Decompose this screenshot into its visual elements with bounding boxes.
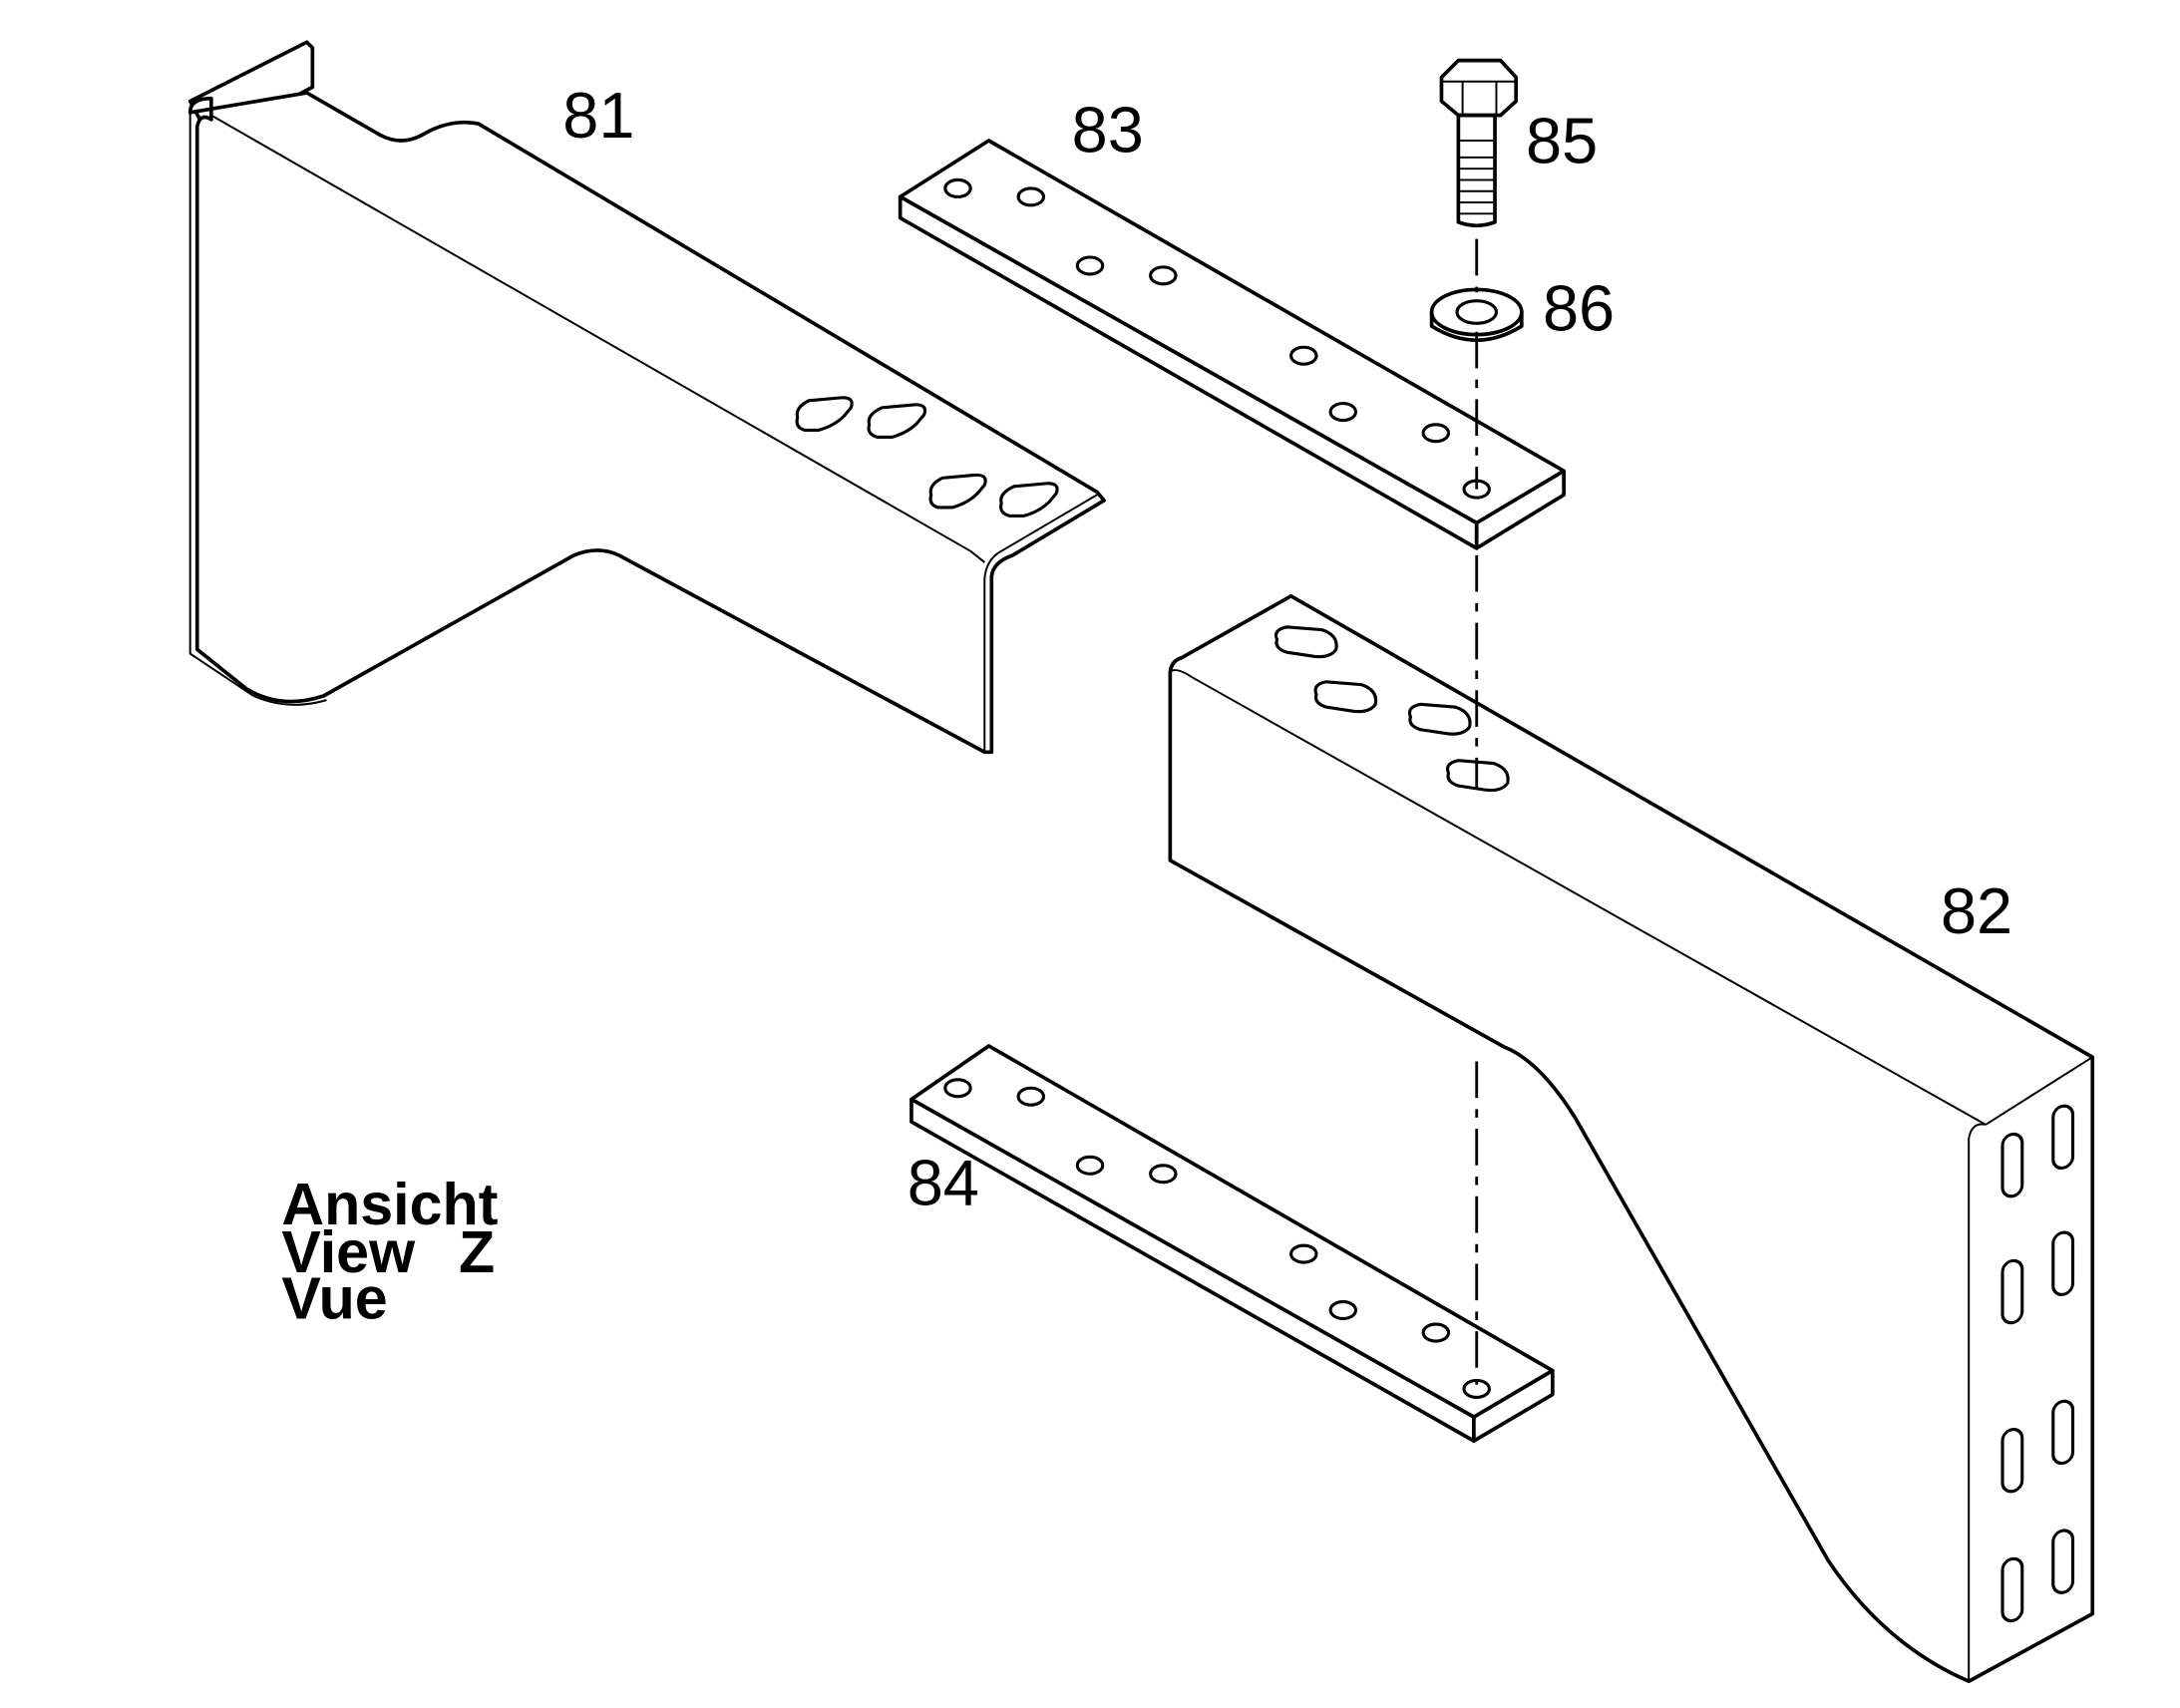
part-82-bracket [1168, 593, 2095, 1684]
label-85: 85 [1526, 105, 1598, 177]
view-letter: Z [459, 1218, 495, 1285]
label-86: 86 [1543, 271, 1615, 344]
label-81: 81 [562, 79, 634, 152]
view-caption: Ansicht View Vue Z [281, 1171, 498, 1331]
label-84: 84 [908, 1146, 979, 1218]
part-82-side-slots [2000, 1104, 2075, 1623]
label-83: 83 [1072, 93, 1144, 166]
part-81-slots [795, 396, 1059, 517]
label-82: 82 [1941, 874, 2012, 947]
part-81-bracket [187, 40, 1106, 755]
part-85-bolt [1439, 58, 1519, 228]
view-line-ansicht: Ansicht [281, 1171, 498, 1237]
part-84-plate [909, 1044, 1555, 1443]
part-83-plate [898, 139, 1566, 550]
view-line-view: View [281, 1218, 416, 1285]
part-84-holes [943, 1078, 1491, 1399]
view-line-vue: Vue [281, 1264, 387, 1331]
